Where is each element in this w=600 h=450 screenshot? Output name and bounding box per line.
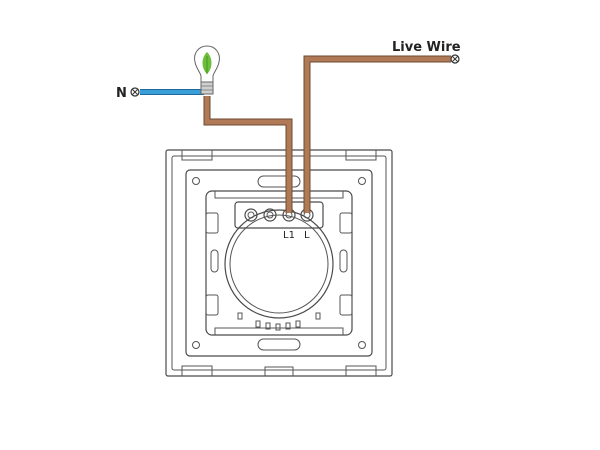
live-wire: [303, 55, 451, 213]
live-terminal-icon: [450, 54, 460, 64]
terminal-l1-label: L1: [283, 230, 295, 241]
neutral-terminal-icon: [130, 87, 140, 97]
terminal-l-label: L: [304, 230, 310, 241]
switch-body: [165, 149, 393, 377]
neutral-label: N: [116, 86, 127, 101]
live-wire-label: Live Wire: [392, 40, 461, 55]
switched-live-wire: [203, 96, 293, 213]
light-bulb-icon: [194, 45, 220, 95]
